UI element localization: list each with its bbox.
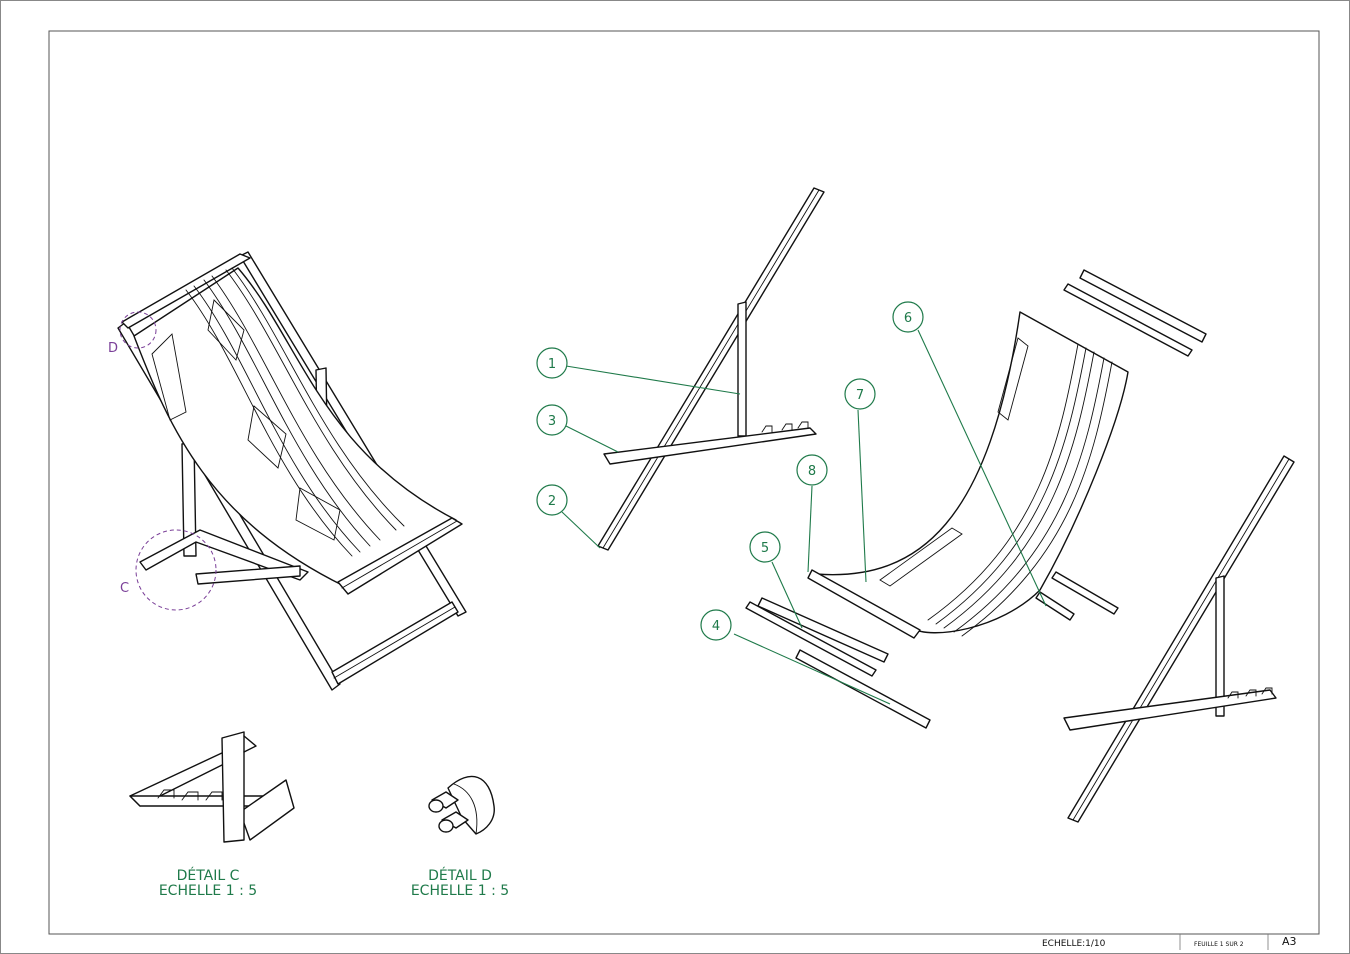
drawing-border — [48, 30, 1320, 935]
balloon-8: 8 — [796, 454, 828, 486]
balloon-7: 7 — [844, 378, 876, 410]
detail-c-view — [129, 731, 295, 843]
exploded-frame-middle — [597, 187, 825, 551]
balloon-4: 4 — [700, 609, 732, 641]
balloon-3: 3 — [536, 404, 568, 436]
detail-c-title: DÉTAIL C — [177, 867, 240, 884]
detail-d-title: DÉTAIL D — [428, 867, 492, 884]
svg-text:4: 4 — [712, 619, 720, 634]
svg-text:6: 6 — [904, 311, 912, 326]
detail-circle-d — [119, 311, 157, 349]
svg-text:8: 8 — [808, 464, 816, 479]
exploded-frame-right — [1063, 455, 1295, 823]
svg-text:3: 3 — [548, 414, 556, 429]
detail-marker-d: D — [108, 341, 118, 356]
balloon-6: 6 — [892, 301, 924, 333]
detail-circle-c — [135, 529, 217, 611]
svg-text:2: 2 — [548, 494, 556, 509]
svg-text:7: 7 — [856, 388, 864, 403]
title-block-sheet: FEUILLE 1 SUR 2 — [1194, 941, 1244, 948]
title-block: ECHELLE:1/10 FEUILLE 1 SUR 2 A3 — [1042, 934, 1297, 950]
svg-text:1: 1 — [548, 357, 556, 372]
svg-text:5: 5 — [761, 541, 769, 556]
title-block-scale: ECHELLE:1/10 — [1042, 939, 1106, 949]
balloon-5: 5 — [749, 531, 781, 563]
detail-d-scale: ECHELLE 1 : 5 — [411, 883, 509, 899]
balloon-2: 2 — [536, 484, 568, 516]
assembled-chair — [117, 251, 467, 691]
detail-marker-c: C — [120, 581, 129, 596]
title-block-format: A3 — [1282, 935, 1297, 948]
exploded-sling — [745, 269, 1207, 729]
detail-d-view — [428, 775, 495, 835]
balloon-1: 1 — [536, 347, 568, 379]
detail-c-scale: ECHELLE 1 : 5 — [159, 883, 257, 899]
balloon-leaders — [561, 329, 1047, 705]
